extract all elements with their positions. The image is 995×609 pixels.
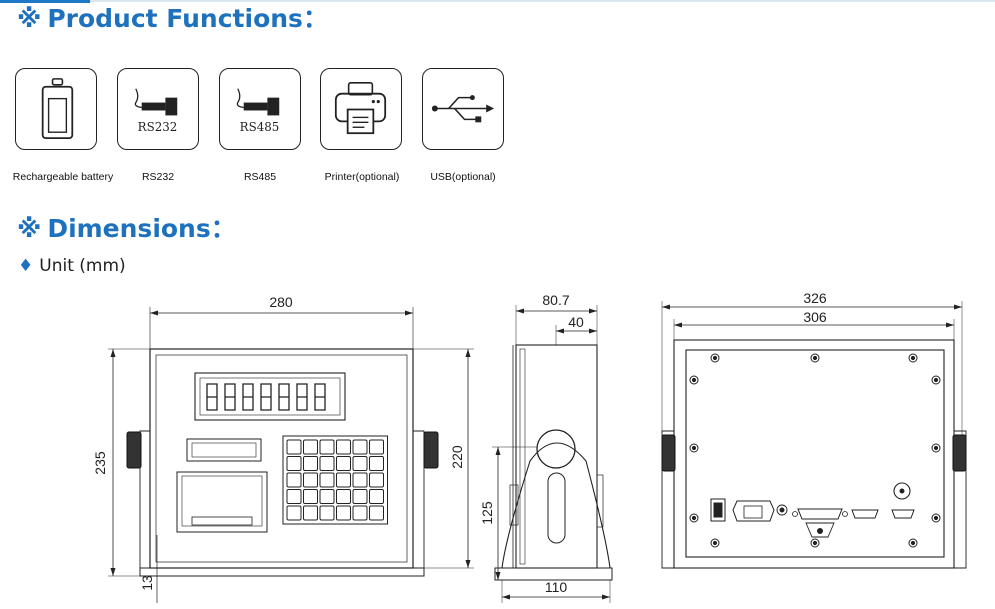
keypad-key [286,456,302,471]
keypad-key [369,505,384,521]
function-label-usb: USB(optional) [430,171,496,183]
dim-side-depth: 80.7 [542,292,569,308]
keypad-key [286,472,302,488]
keypad-key [336,472,351,488]
keypad-key [352,472,368,488]
keypad-key [303,472,318,488]
keypad-key [352,439,368,455]
function-label-rs485: RS485 [243,171,277,183]
keypad-key [319,472,335,488]
keypad-key [352,489,368,504]
dim-front-height-inner: 220 [449,445,465,469]
function-rs485: RS485 [219,68,301,150]
keypad-key [336,439,351,455]
dim-front-height-outer: 235 [92,451,108,475]
dim-front-width: 280 [269,294,293,310]
keypad-key [336,505,351,521]
unit-note: ♦Unit (mm) [18,256,126,276]
display-digits [206,383,326,411]
keypad-key [319,456,335,471]
dimension-drawing: 280 235 220 13 80.7 40 125 110 326 306 [92,290,967,603]
keypad-key [352,505,368,521]
dim-front-foot: 13 [139,575,155,591]
top-divider [0,0,995,2]
dim-side-base: 110 [545,579,568,595]
dim-back-width-outer: 326 [803,290,827,306]
keypad-key [336,456,351,471]
keypad-key [303,489,318,504]
function-label-printer: Printer(optional) [324,171,400,183]
usb-icon [431,95,495,123]
function-rs232: RS232 [117,68,199,150]
keypad-key [369,489,384,504]
function-usb [422,68,504,150]
dimensions-title: ※Dimensions： [17,214,236,243]
keypad-key [319,505,335,521]
keypad-key [369,456,384,471]
diamond-bullet-icon: ♦ [18,256,34,276]
keypad-key [303,505,318,521]
keypad-frame [282,435,388,525]
dim-side-pivot-height: 125 [479,501,495,525]
function-battery [15,68,97,150]
back-view [661,301,967,569]
keypad-key [303,456,318,471]
rs485-icon-text: RS485 [240,120,280,134]
function-label-rs232: RS232 [141,171,175,183]
keypad-key [319,489,335,504]
keypad-key [336,489,351,504]
rs232-icon-text: RS232 [138,120,178,134]
keypad-key [369,439,384,455]
reference-mark: ※ [17,214,42,243]
function-label-battery: Rechargeable battery [12,171,114,183]
keypad-key [286,489,302,504]
dim-side-top: 40 [568,314,584,330]
product-functions-title: ※Product Functions： [17,4,328,33]
battery-icon [41,78,74,140]
dim-back-width-inner: 306 [803,309,827,325]
keypad-key [369,472,384,488]
rs232-connector-icon: RS232 [134,88,178,134]
function-printer [320,68,402,150]
keypad-key [352,456,368,471]
top-accent-bar [0,0,90,3]
front-view [108,307,474,603]
keypad-key [286,505,302,521]
keypad [282,435,388,525]
reference-mark: ※ [17,4,42,33]
keypad-key [286,439,302,455]
rs485-connector-icon: RS485 [236,88,280,134]
keypad-key [319,439,335,455]
keypad-key [303,439,318,455]
printer-icon [334,82,387,135]
side-view [492,305,613,603]
